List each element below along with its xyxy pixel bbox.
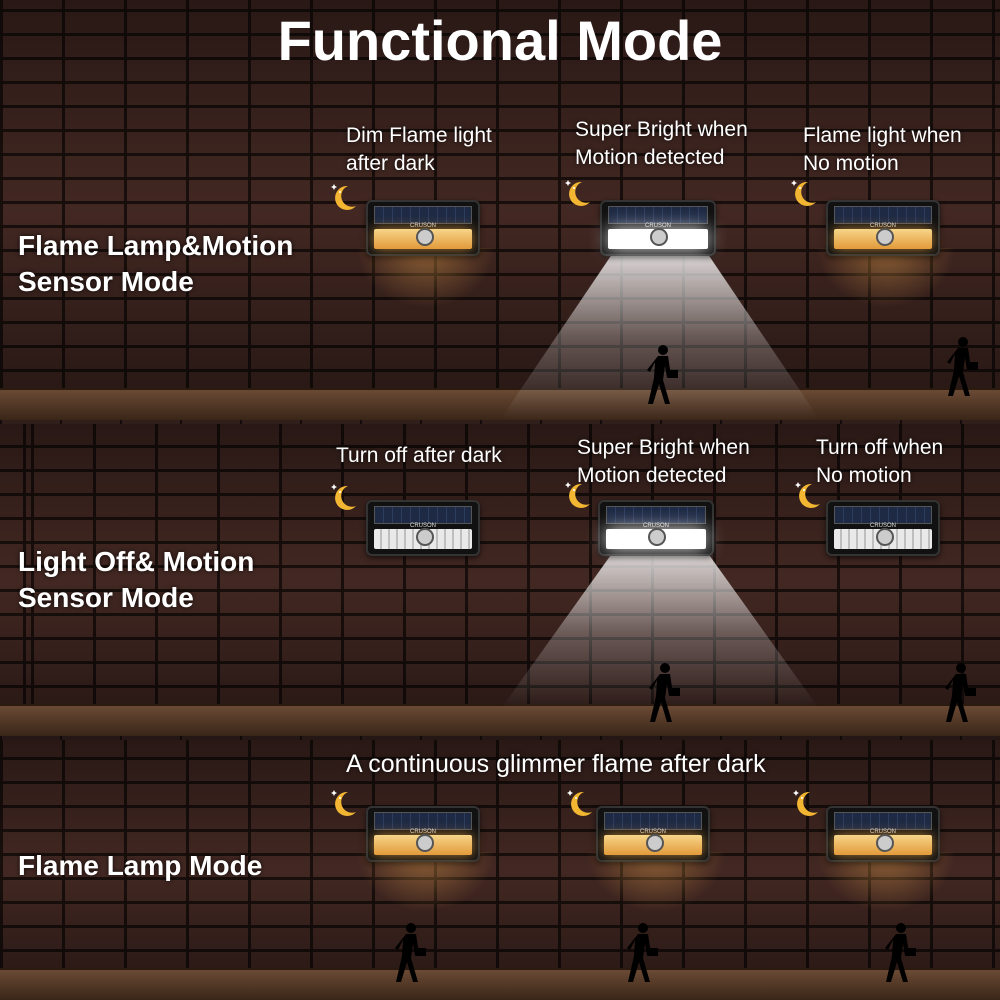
caption-turn-off-dark: Turn off after dark [336, 444, 502, 467]
motion-sensor [646, 834, 664, 852]
moon-stars-icon [795, 482, 820, 508]
solar-panel [374, 206, 472, 224]
walking-person-icon [647, 345, 678, 404]
motion-sensor [876, 834, 894, 852]
walking-person-icon [885, 923, 916, 982]
walking-person-icon [395, 923, 426, 982]
motion-sensor [650, 228, 668, 246]
motion-sensor [876, 528, 894, 546]
lamp-brand: CRUSON [869, 523, 896, 529]
motion-sensor [876, 228, 894, 246]
motion-sensor [416, 834, 434, 852]
floor [0, 388, 1000, 420]
walking-person-icon [945, 663, 976, 722]
caption-super-bright: Super Bright when Motion detected [575, 118, 748, 169]
solar-lamp-flame: CRUSON [826, 200, 940, 256]
walking-person-icon [649, 663, 680, 722]
moon-stars-icon [565, 482, 590, 508]
moon-stars-icon [791, 180, 816, 206]
motion-sensor [416, 228, 434, 246]
caption-super-bright: Super Bright when Motion detected [577, 436, 750, 487]
solar-panel [834, 812, 932, 830]
moon-stars-icon [793, 790, 818, 816]
moon-stars-icon [331, 184, 356, 210]
lamp-brand: CRUSON [642, 523, 669, 529]
lamp-brand: CRUSON [409, 523, 436, 529]
solar-lamp-bright: CRUSON [598, 500, 714, 556]
mode-label-flame-motion: Flame Lamp&Motion Sensor Mode [18, 230, 294, 297]
mode-label-flame-lamp: Flame Lamp Mode [18, 850, 263, 881]
solar-panel [834, 506, 932, 524]
lamp-brand: CRUSON [409, 829, 436, 835]
lamp-brand: CRUSON [639, 829, 666, 835]
motion-sensor [416, 528, 434, 546]
moon-stars-icon [331, 484, 356, 510]
solar-lamp-flame: CRUSON [366, 806, 480, 862]
floor [0, 968, 1000, 1000]
solar-lamp-bright: CRUSON [600, 200, 716, 256]
caption-dim-flame: Dim Flame light after dark [346, 124, 492, 175]
motion-sensor [648, 528, 666, 546]
solar-panel [606, 506, 706, 524]
floor [0, 704, 1000, 736]
solar-panel [374, 812, 472, 830]
moon-stars-icon [331, 790, 356, 816]
solar-panel [608, 206, 708, 224]
solar-lamp-flame: CRUSON [826, 806, 940, 862]
caption-turn-off-no-motion: Turn off when No motion [816, 436, 944, 487]
walking-person-icon [627, 923, 658, 982]
solar-lamp-off: CRUSON [366, 500, 480, 556]
walking-person-icon [947, 337, 978, 396]
solar-lamp-off: CRUSON [826, 500, 940, 556]
lamp-brand: CRUSON [869, 223, 896, 229]
lamp-brand: CRUSON [409, 223, 436, 229]
lamp-brand: CRUSON [869, 829, 896, 835]
section-flame-lamp [0, 740, 1000, 1000]
lamp-brand: CRUSON [644, 223, 671, 229]
page-title: Functional Mode [277, 9, 723, 72]
solar-panel [374, 506, 472, 524]
moon-stars-icon [567, 790, 592, 816]
solar-panel [834, 206, 932, 224]
solar-lamp-flame: CRUSON [596, 806, 710, 862]
solar-panel [604, 812, 702, 830]
caption-flame-no-motion: Flame light when No motion [803, 124, 962, 175]
solar-lamp-flame: CRUSON [366, 200, 480, 256]
caption-continuous-flame: A continuous glimmer flame after dark [346, 750, 766, 778]
mode-label-off-motion: Light Off& Motion Sensor Mode [18, 546, 255, 613]
moon-stars-icon [565, 180, 590, 206]
